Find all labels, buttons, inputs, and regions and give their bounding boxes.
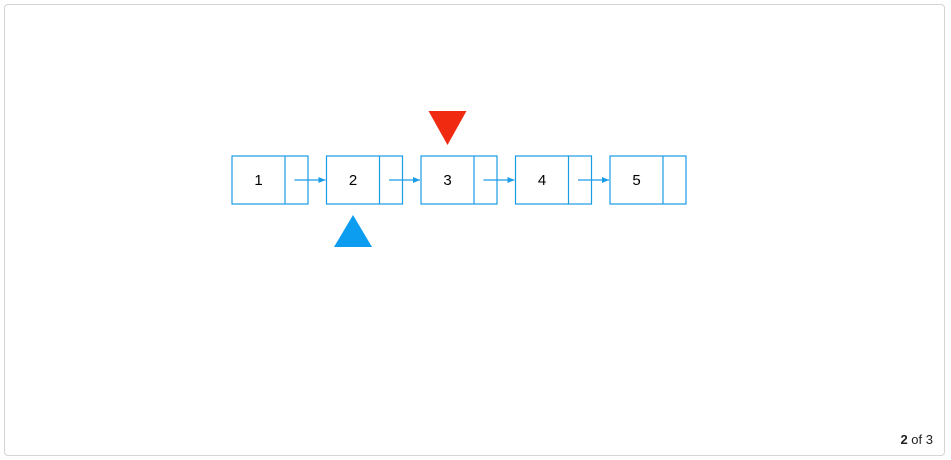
slow-pointer-triangle <box>334 215 372 247</box>
node-value: 1 <box>254 172 262 189</box>
page-indicator: 2 of 3 <box>900 432 933 447</box>
node-box <box>609 155 687 205</box>
fast-pointer-triangle <box>428 111 467 145</box>
slide-frame <box>4 4 945 456</box>
page-current: 2 <box>900 432 908 447</box>
list-node: 5 <box>609 155 687 205</box>
page-separator: of <box>911 432 923 447</box>
node-value: 5 <box>632 172 640 189</box>
page-total: 3 <box>925 432 933 447</box>
node-value: 2 <box>349 172 357 189</box>
node-value: 4 <box>538 172 546 189</box>
node-value: 3 <box>443 172 451 189</box>
